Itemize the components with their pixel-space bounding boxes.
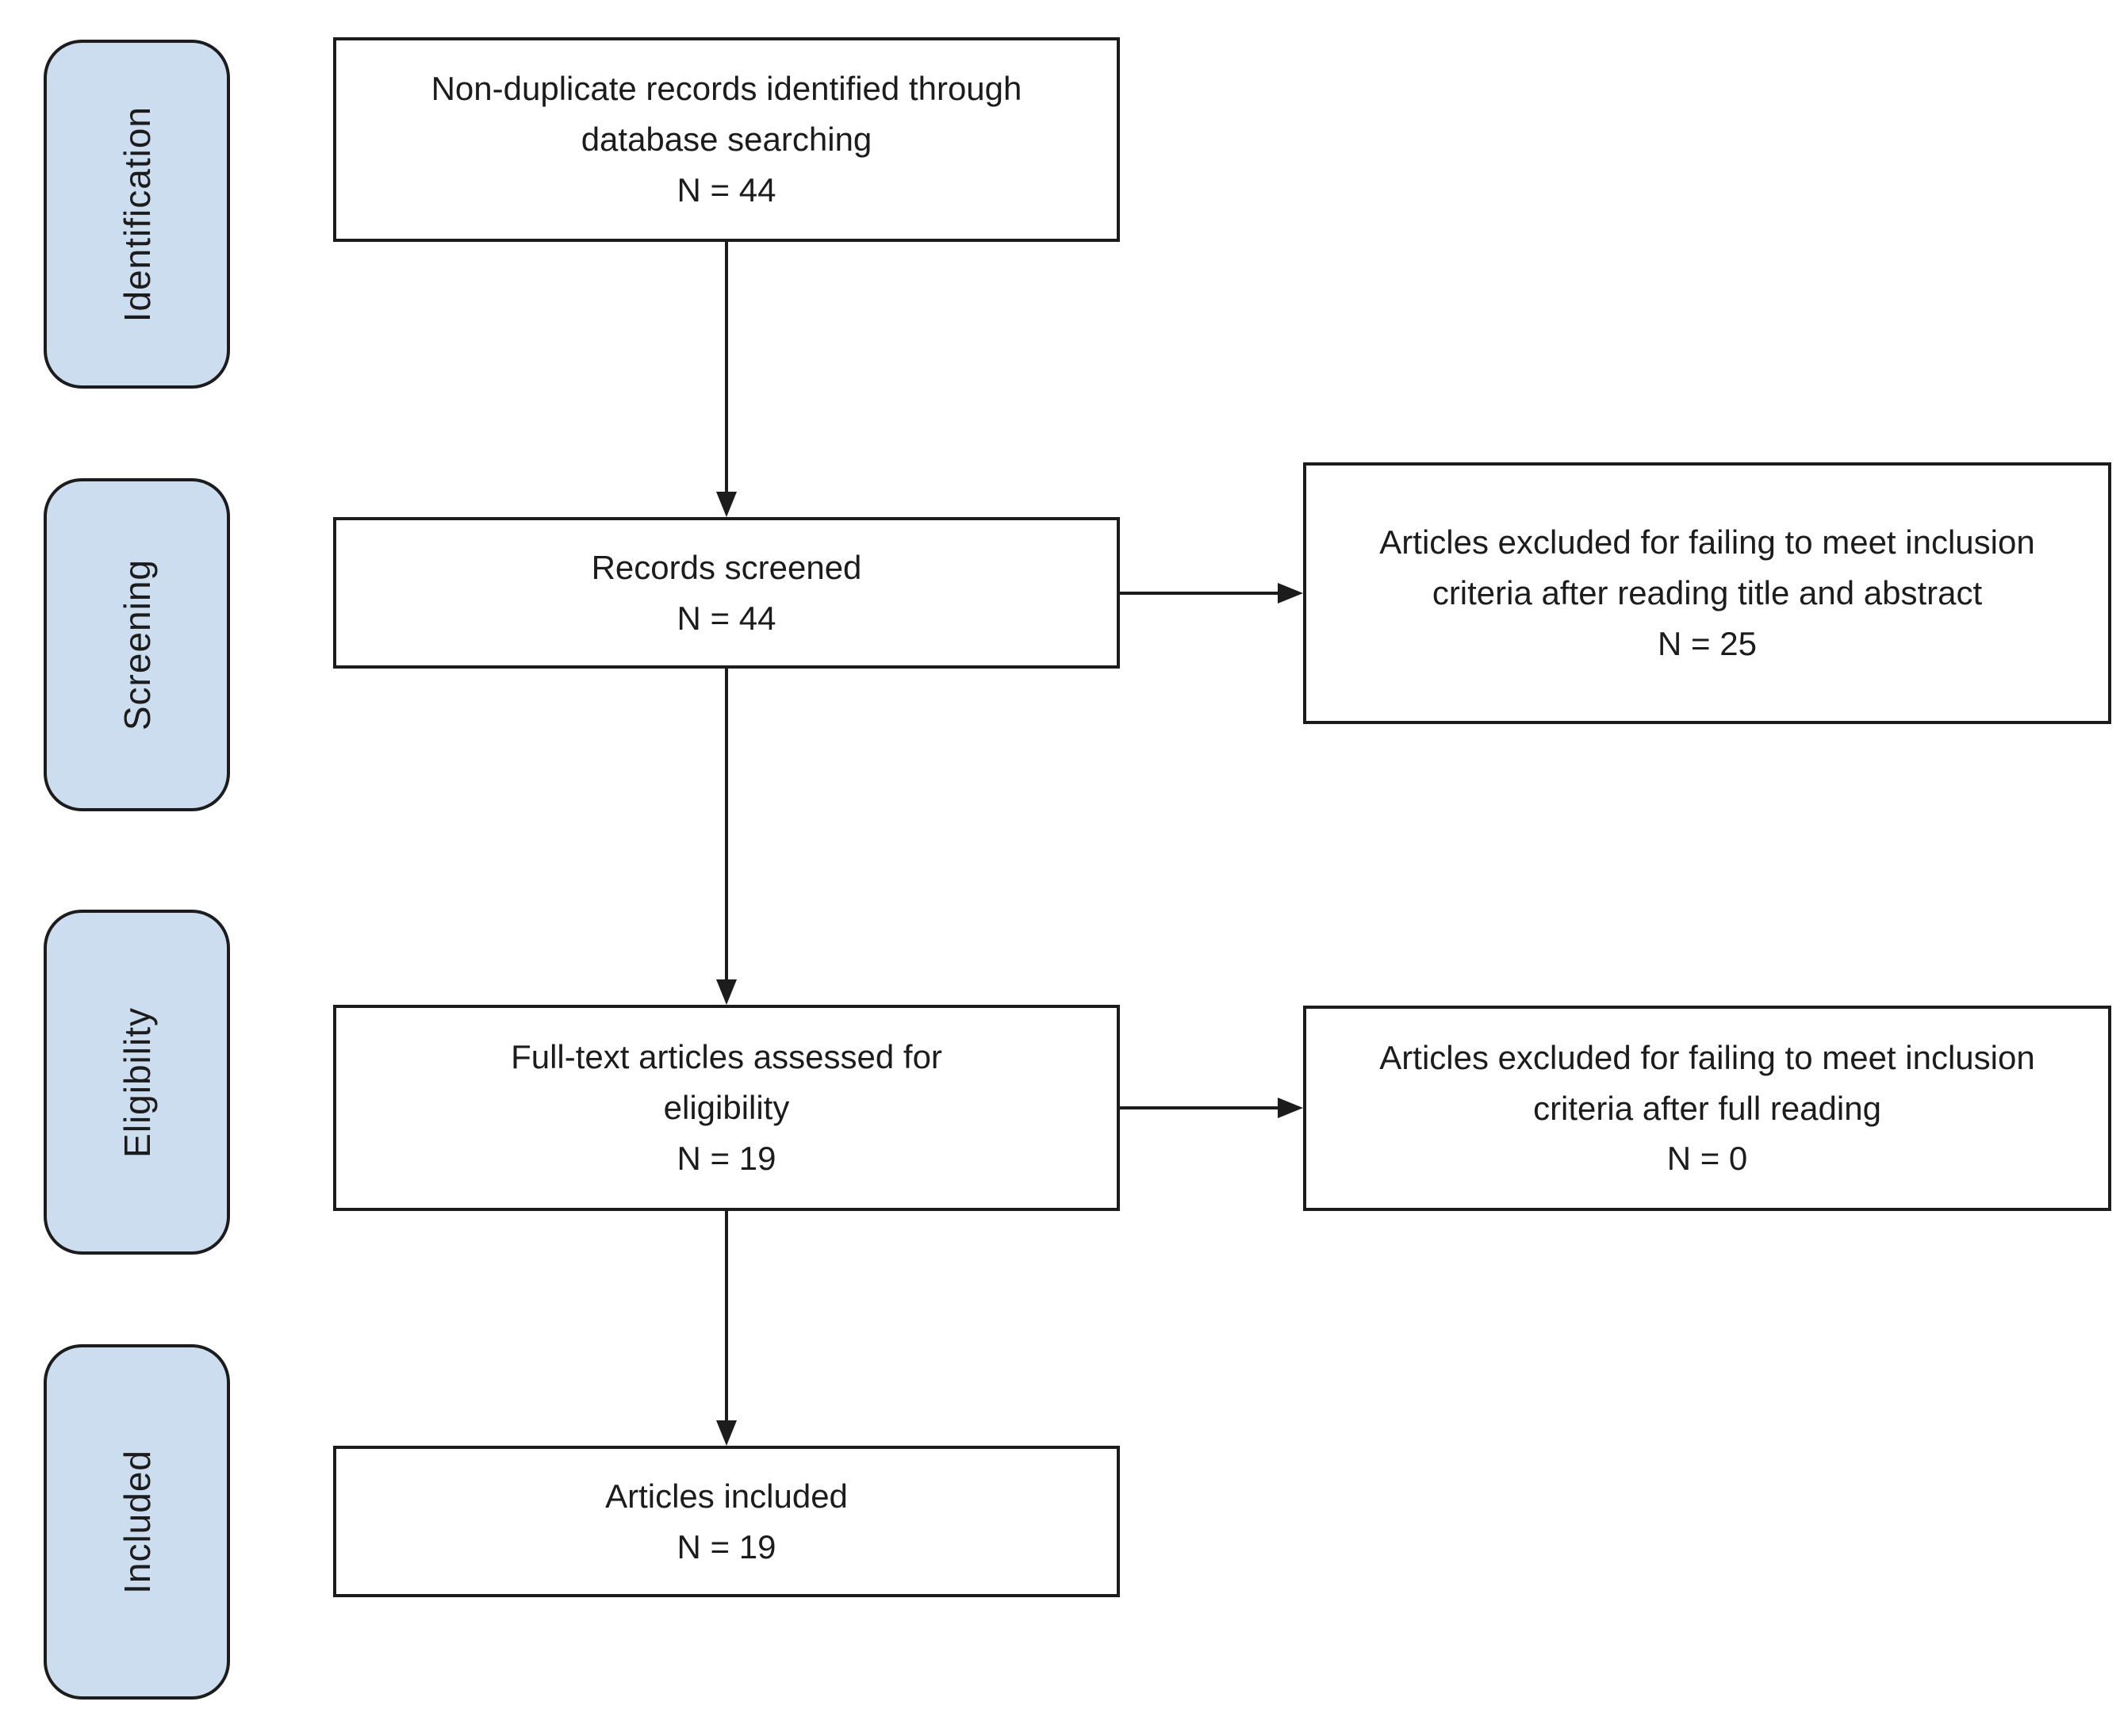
arrowhead-right-icon (1278, 583, 1303, 604)
stage-screening-label: Screening (116, 558, 158, 731)
arrowhead-right-icon (1278, 1098, 1303, 1118)
stage-eligibility-label: Eligibility (116, 1006, 158, 1158)
flow-box-records-identified-label: Non-duplicate records identified through… (431, 70, 1022, 159)
exclusion-box-title-abstract-label: Articles excluded for failing to meet in… (1379, 523, 2035, 612)
flow-box-records-identified-count: N = 44 (677, 171, 776, 209)
exclusion-box-full-reading-label: Articles excluded for failing to meet in… (1379, 1038, 2035, 1127)
flow-box-articles-included-label: Articles included (605, 1477, 848, 1515)
flow-box-fulltext-assessed-count: N = 19 (677, 1139, 776, 1177)
exclusion-box-full-reading-count: N = 0 (1666, 1140, 1748, 1178)
flow-box-fulltext-assessed-label: Full-text articles assessed for eligibil… (511, 1038, 942, 1127)
exclusion-box-title-abstract-count: N = 25 (1658, 624, 1757, 662)
exclusion-box-title-abstract: Articles excluded for failing to meet in… (1303, 462, 2111, 724)
flow-box-records-screened-label: Records screened (591, 548, 862, 586)
flow-box-articles-included: Articles included N = 19 (333, 1446, 1120, 1597)
flow-box-fulltext-assessed: Full-text articles assessed for eligibil… (333, 1005, 1120, 1211)
arrow-fulltext-to-included (725, 1211, 728, 1420)
exclusion-box-full-reading: Articles excluded for failing to meet in… (1303, 1006, 2111, 1211)
arrow-fulltext-to-excluded (1120, 1106, 1278, 1109)
stage-included-label: Included (116, 1450, 158, 1594)
flow-box-records-identified: Non-duplicate records identified through… (333, 37, 1120, 242)
stage-identification: Identification (44, 40, 230, 389)
arrow-screened-to-fulltext (725, 669, 728, 979)
flow-box-records-screened-count: N = 44 (677, 599, 776, 637)
arrowhead-down-icon (716, 1420, 737, 1446)
stage-screening: Screening (44, 478, 230, 811)
stage-identification-label: Identification (116, 105, 158, 323)
arrow-identified-to-screened (725, 242, 728, 492)
flow-box-articles-included-count: N = 19 (677, 1527, 776, 1565)
stage-eligibility: Eligibility (44, 910, 230, 1255)
arrowhead-down-icon (716, 979, 737, 1005)
stage-included: Included (44, 1344, 230, 1700)
flow-box-records-screened: Records screened N = 44 (333, 517, 1120, 669)
arrow-screened-to-excluded (1120, 592, 1278, 595)
arrowhead-down-icon (716, 492, 737, 517)
